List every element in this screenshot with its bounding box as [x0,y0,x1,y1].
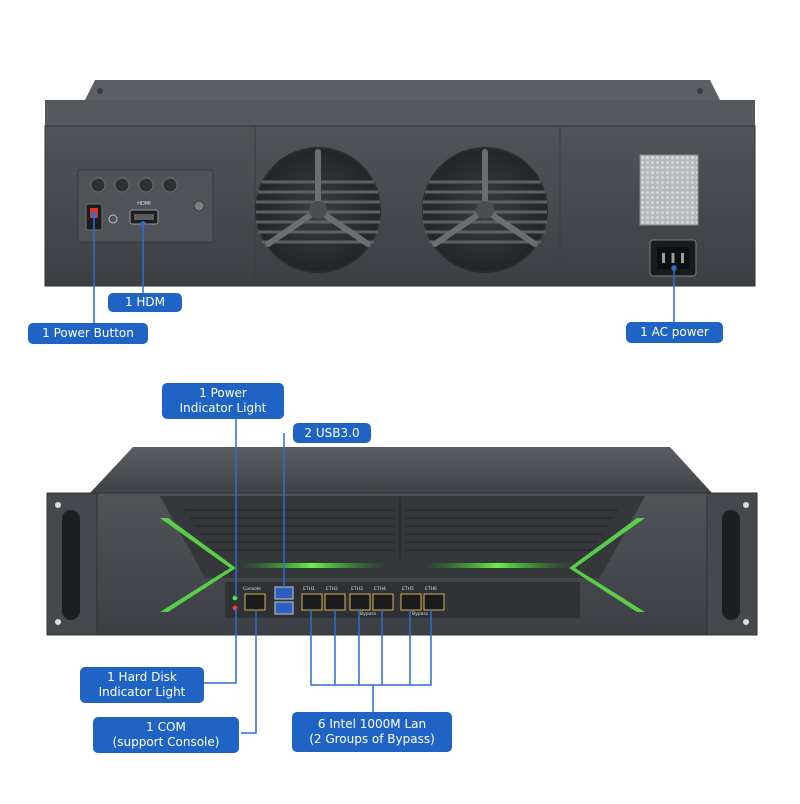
ground-screw [193,200,205,212]
callout-com: 1 COM (support Console) [93,717,239,753]
usb-port-1 [274,586,294,600]
bypass-2-label: Bypass [412,612,429,617]
callout-com-line2: (support Console) [112,735,220,749]
bypass-1-label: Bypass [360,612,377,617]
eth-port [400,593,422,611]
eth1-label: ETH1 [303,587,315,592]
fan-grille-icon [255,147,381,273]
front-chassis [46,447,758,636]
rear-io-cluster [77,169,214,243]
power-symbol-icon [108,214,118,224]
callout-hdd-light-line1: 1 Hard Disk [107,670,177,684]
callout-hdd-light: 1 Hard Disk Indicator Light [80,667,204,703]
callout-lan-line1: 6 Intel 1000M Lan [317,717,427,731]
front-io-ports [232,586,445,615]
rack-handle-icon [722,510,740,620]
callout-power-light: 1 Power Indicator Light [162,383,284,419]
antenna-connectors [90,177,178,193]
eth-port [372,593,394,611]
front-top-panel [90,447,712,493]
front-bezel-recess [160,496,645,578]
eth3-label: ETH3 [351,587,363,592]
eth2-label: ETH2 [326,587,338,592]
eth6-label: ETH6 [425,587,437,592]
callout-power-light-line2: Indicator Light [179,401,267,415]
usb-port-2 [274,601,294,615]
eth-port [349,593,371,611]
callout-lan: 6 Intel 1000M Lan (2 Groups of Bypass) [292,712,452,752]
eth-port [301,593,323,611]
front-leader-lines [203,415,432,734]
callout-usb: 2 USB3.0 [293,423,371,443]
rack-handle-icon [62,510,80,620]
callout-lan-line2: (2 Groups of Bypass) [309,732,435,746]
console-port [244,593,266,611]
callout-hdmi-text: 1 HDM [124,295,166,309]
eth-port [324,593,346,611]
callout-com-line1: 1 COM [146,720,186,734]
callout-usb-text: 2 USB3.0 [304,425,360,440]
rear-lip [45,100,755,126]
rack-ears [46,492,758,636]
callout-hdd-light-line2: Indicator Light [98,685,186,699]
eth-port [423,593,445,611]
console-label: Console [243,587,261,592]
front-vent-slots [185,509,618,551]
psu-vent [639,154,699,226]
callout-power-button-text: 1 Power Button [42,326,134,340]
callout-ac-power: 1 AC power [626,322,723,343]
eth5-label: ETH5 [402,587,414,592]
callout-power-button: 1 Power Button [28,323,148,344]
psu-area [639,154,699,277]
eth4-label: ETH4 [374,587,386,592]
callout-ac-power-text: 1 AC power [640,325,709,339]
rear-top-edge [85,80,720,100]
callout-power-light-line1: 1 Power [199,386,247,400]
callout-hdmi: 1 HDM [108,293,182,312]
hdmi-port-label: HDMI [137,201,150,207]
fan-grille-icon [422,147,548,273]
